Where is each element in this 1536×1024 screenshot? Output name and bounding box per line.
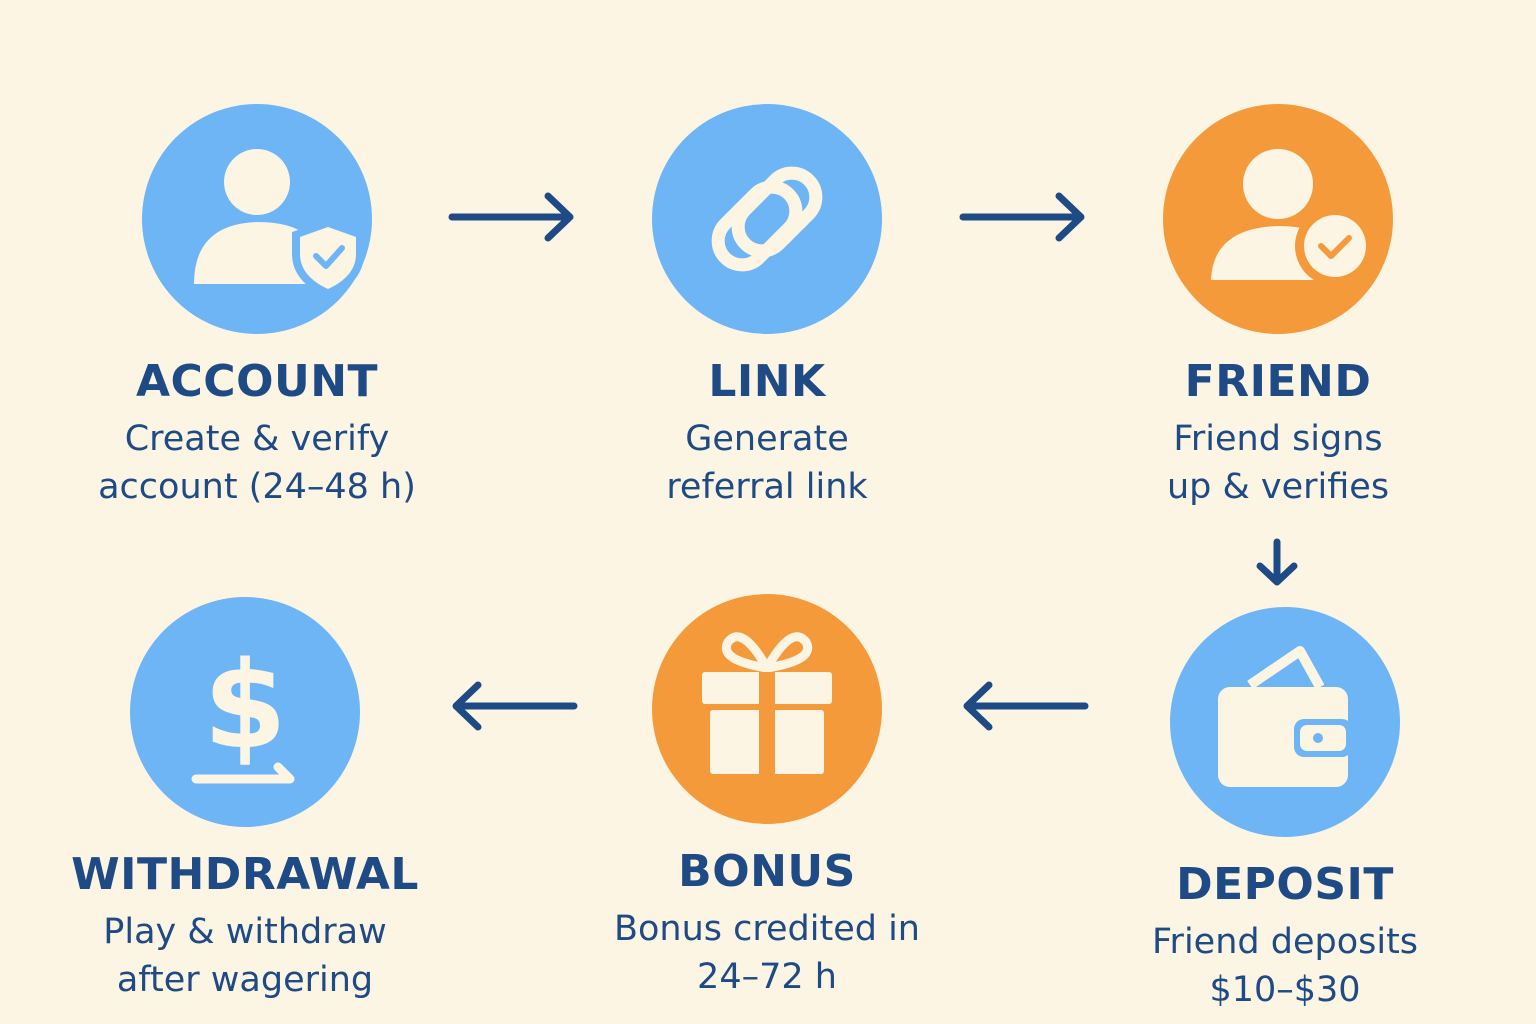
withdrawal-description: Play & withdraw after wagering [35, 908, 455, 1005]
user-shield-icon [194, 149, 364, 298]
step-deposit: DEPOSIT Friend deposits $10–$30 [1075, 607, 1495, 1014]
deposit-description: Friend deposits $10–$30 [1075, 918, 1495, 1015]
withdrawal-circle: $ [130, 597, 360, 827]
arrow-friend-to-deposit [1252, 538, 1302, 588]
chain-link-icon [711, 166, 823, 272]
bonus-description: Bonus credited in 24–72 h [557, 905, 977, 1002]
deposit-title: DEPOSIT [1176, 859, 1394, 910]
arrow-left-icon [963, 681, 1089, 731]
withdrawal-title: WITHDRAWAL [71, 849, 419, 900]
friend-title: FRIEND [1184, 356, 1372, 407]
arrow-account-to-link [446, 190, 580, 244]
link-description: Generate referral link [557, 415, 977, 512]
account-desc-line-2: account (24–48 h) [98, 467, 416, 508]
arrow-bonus-to-withdrawal [446, 679, 580, 733]
step-withdrawal: $ WITHDRAWAL Play & withdraw after wager… [35, 597, 455, 1004]
friend-desc-line-2: up & verifies [1166, 467, 1390, 508]
link-title: LINK [708, 356, 826, 407]
user-check-icon [1211, 149, 1375, 286]
withdrawal-desc-line-2: after wagering [116, 960, 374, 1001]
friend-description: Friend signs up & verifies [1068, 415, 1488, 512]
bonus-desc-line-2: 24–72 h [697, 957, 837, 998]
deposit-desc-line-1: Friend deposits [1151, 921, 1419, 962]
link-desc-line-2: referral link [666, 467, 868, 508]
arrow-link-to-friend [957, 190, 1091, 244]
gift-icon [702, 632, 832, 774]
dollar-withdraw-icon: $ [191, 637, 295, 784]
link-circle [652, 104, 882, 334]
account-circle [142, 104, 372, 334]
bonus-circle [652, 594, 882, 824]
arrow-right-icon [448, 192, 574, 242]
deposit-desc-line-2: $10–$30 [1209, 970, 1361, 1011]
bonus-title: BONUS [678, 846, 856, 897]
step-bonus: BONUS Bonus credited in 24–72 h [557, 594, 977, 1001]
arrow-deposit-to-bonus [957, 679, 1091, 733]
arrow-left-icon [452, 681, 578, 731]
withdrawal-desc-line-1: Play & withdraw [103, 911, 387, 952]
friend-desc-line-1: Friend signs [1173, 418, 1383, 459]
friend-circle [1163, 104, 1393, 334]
account-description: Create & verify account (24–48 h) [47, 415, 467, 512]
svg-text:$: $ [203, 637, 287, 776]
bonus-desc-line-1: Bonus credited in [614, 908, 920, 949]
wallet-icon [1218, 646, 1352, 787]
account-title: ACCOUNT [135, 356, 379, 407]
arrow-right-icon [959, 192, 1085, 242]
link-desc-line-1: Generate [685, 418, 849, 459]
deposit-circle [1170, 607, 1400, 837]
arrow-down-icon [1256, 538, 1298, 586]
step-account: ACCOUNT Create & verify account (24–48 h… [47, 104, 467, 511]
step-link: LINK Generate referral link [557, 104, 977, 511]
step-friend: FRIEND Friend signs up & verifies [1068, 104, 1488, 511]
account-desc-line-1: Create & verify [124, 418, 390, 459]
